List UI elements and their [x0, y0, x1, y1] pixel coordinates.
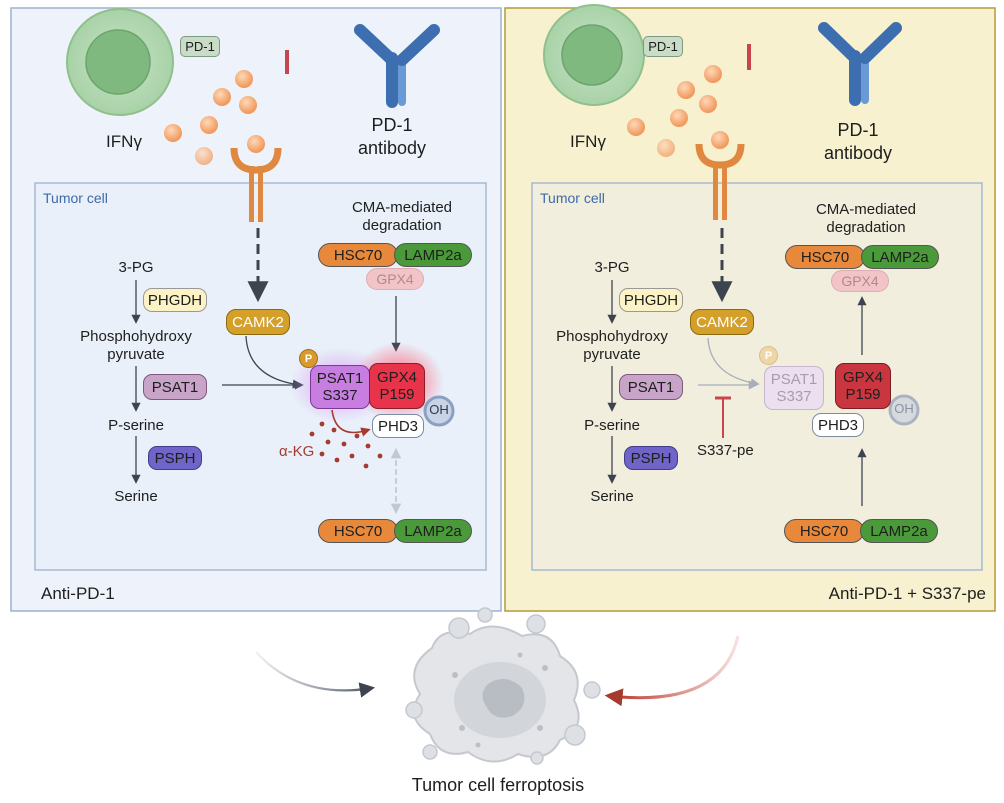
right-pserine-label: P-serine — [584, 417, 640, 434]
left-ifn-gamma-label: IFNγ — [106, 132, 142, 151]
left-psat1-complex-line2: S337 — [322, 387, 358, 404]
right-tumor-cell-label: Tumor cell — [540, 190, 605, 206]
right-tumor-cell-box — [531, 182, 983, 571]
right-gpx4-faded: GPX4 — [831, 270, 889, 292]
left-psph-enzyme: PSPH — [148, 446, 202, 470]
right-phgdh-enzyme: PHGDH — [619, 288, 683, 312]
right-phospho-badge-faded: P — [759, 346, 778, 365]
right-s337pe-inhibitor — [715, 396, 731, 438]
left-t-cell — [66, 8, 174, 116]
right-gpx4-complex-line1: GPX4 — [842, 368, 884, 386]
right-ifn-gamma-droplets — [627, 65, 722, 157]
right-gpx4-complex-line2: P159 — [845, 386, 881, 403]
left-gpx4-faded: GPX4 — [366, 268, 424, 290]
left-akg-label: α-KG — [279, 443, 315, 460]
right-oh-circle — [888, 394, 920, 426]
right-lamp2a-top: LAMP2a — [861, 245, 939, 269]
right-psph-enzyme: PSPH — [624, 446, 678, 470]
right-hsc70-bottom: HSC70 — [784, 519, 864, 543]
right-cma-label-line2: degradation — [826, 219, 906, 236]
left-oh-label: OH — [429, 402, 449, 417]
right-cma-label-line1: CMA-mediated — [815, 201, 917, 218]
left-php-label-line2: pyruvate — [107, 346, 165, 363]
right-phd3-enzyme: PHD3 — [812, 413, 864, 437]
left-oh-circle — [423, 395, 455, 427]
right-php-label-line2: pyruvate — [583, 346, 641, 363]
right-t-cell — [543, 4, 645, 106]
left-lamp2a-top: LAMP2a — [394, 243, 472, 267]
right-s337pe-label: S337-pe — [697, 442, 754, 459]
left-antibody-label-line1: PD-1 — [371, 115, 413, 135]
right-antibody-icon — [818, 22, 902, 106]
left-psat1-complex-line1: PSAT1 — [316, 369, 364, 387]
right-ifn-receptor — [695, 131, 745, 220]
right-serine-label: Serine — [590, 488, 634, 505]
right-psat1-complex-line2: S337 — [776, 388, 812, 405]
left-hsc70-top: HSC70 — [318, 243, 398, 267]
left-antibody-label-line2: antibody — [357, 138, 427, 158]
left-lamp2a-bottom: LAMP2a — [394, 519, 472, 543]
right-php-label-line1: Phosphohydroxy — [556, 328, 668, 345]
left-phd3-enzyme: PHD3 — [372, 414, 424, 438]
left-panel-footer: Anti-PD-1 — [41, 584, 115, 603]
left-cma-label-line1: CMA-mediated — [351, 199, 453, 216]
left-serine-label: Serine — [114, 488, 158, 505]
left-phospho-badge: P — [299, 349, 318, 368]
right-camk2-to-complex-faded — [707, 337, 760, 388]
left-gpx4-complex-line1: GPX4 — [376, 368, 418, 386]
left-phgdh-enzyme: PHGDH — [143, 288, 207, 312]
right-antibody-label-line2: antibody — [823, 143, 893, 163]
left-antibody-icon — [354, 24, 440, 108]
right-hsc70-top: HSC70 — [785, 245, 865, 269]
right-camk2-kinase: CAMK2 — [690, 309, 754, 335]
right-psat1-enzyme: PSAT1 — [619, 374, 683, 400]
right-oh-label: OH — [894, 401, 914, 416]
right-pd1-receptor: PD-1 — [643, 36, 683, 57]
left-ifn-receptor — [230, 135, 282, 222]
left-gpx4-complex-line2: P159 — [379, 386, 415, 403]
left-3pg-label: 3-PG — [118, 259, 154, 276]
left-akg-curved-arrow — [331, 409, 371, 437]
right-pd1-blocker — [747, 44, 806, 70]
right-3pg-label: 3-PG — [594, 259, 630, 276]
left-pserine-label: P-serine — [108, 417, 164, 434]
left-to-ferroptosis-arrow — [255, 651, 376, 698]
right-panel-footer: Anti-PD-1 + S337-pe — [828, 584, 986, 603]
left-psat1-enzyme: PSAT1 — [143, 374, 207, 400]
left-php-label-line1: Phosphohydroxy — [80, 328, 192, 345]
ferroptosis-label: Tumor cell ferroptosis — [411, 775, 585, 795]
left-cma-label-line2: degradation — [362, 217, 442, 234]
right-ifn-gamma-label: IFNγ — [570, 132, 606, 151]
right-lamp2a-bottom: LAMP2a — [860, 519, 938, 543]
right-antibody-label-line1: PD-1 — [837, 120, 879, 140]
left-pd1-receptor: PD-1 — [180, 36, 220, 57]
left-pd1-blocker — [285, 50, 338, 74]
left-tumor-cell-label: Tumor cell — [43, 190, 108, 206]
left-ifn-gamma-droplets — [164, 70, 257, 165]
left-hsc70-bottom: HSC70 — [318, 519, 398, 543]
right-psat1-complex-line1: PSAT1 — [770, 370, 818, 388]
left-camk2-kinase: CAMK2 — [226, 309, 290, 335]
ferroptotic-cell-icon — [405, 607, 601, 765]
right-to-ferroptosis-arrow — [604, 635, 740, 707]
left-akg-dots — [309, 421, 383, 469]
